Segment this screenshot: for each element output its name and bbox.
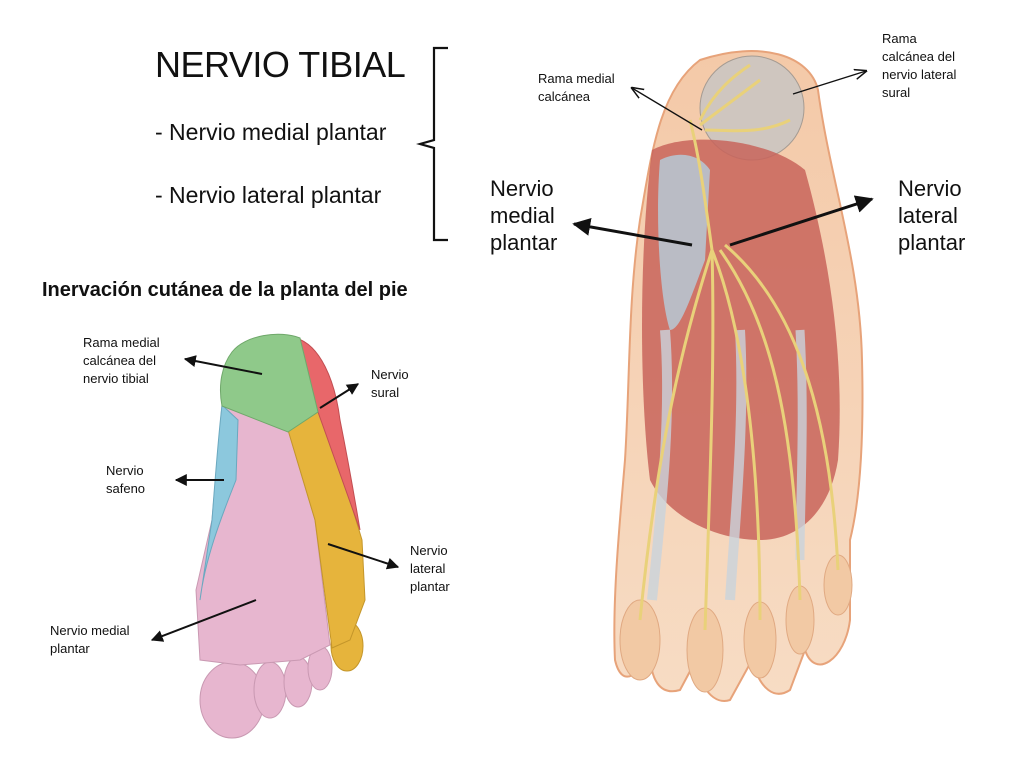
arrow-anat-medial-calcaneal (632, 88, 703, 131)
branch-medial-plantar: - Nervio medial plantar (155, 119, 387, 145)
region-saphenous (199, 403, 239, 601)
label-line: medial (490, 203, 555, 228)
arrow-anat-medial-plantar (572, 217, 693, 247)
label-line: Nervio medial (50, 623, 130, 638)
nerve-branch-5 (724, 243, 840, 571)
label-line: nervio lateral (882, 67, 957, 82)
label-line: Nervio (106, 463, 144, 478)
arrow-medial-calcaneal (183, 355, 263, 375)
cutaneous-title: Inervación cutánea de la planta del pie (42, 279, 408, 301)
label-anat-lateral-plantar: Nervio lateral plantar (898, 175, 965, 256)
label-cut-saphenous: Nervio safeno (106, 462, 145, 498)
nerve-trunk (688, 119, 714, 251)
nerve-calcaneal-2 (704, 118, 791, 133)
label-line: Nervio (410, 543, 448, 558)
nerve-branch-2 (703, 249, 715, 631)
region-medial-calcaneal (219, 333, 319, 433)
tendon-medial (647, 329, 673, 601)
label-line: Rama medial (538, 71, 615, 86)
label-line: plantar (898, 230, 966, 255)
arrow-anat-lateral-plantar (729, 195, 874, 247)
label-line: Rama (882, 31, 917, 46)
arrow-lateral-plantar (327, 543, 400, 570)
nerve-medial-plantar-branch (638, 249, 714, 621)
label-anat-medial-plantar: Nervio medial plantar (490, 175, 557, 256)
toe-2 (253, 661, 287, 719)
nerve-lateral-plantar-branch (710, 249, 762, 621)
label-anat-lateral-calcaneal: Rama calcánea del nervio lateral sural (882, 30, 956, 102)
label-line: safeno (106, 481, 146, 496)
toe-big (199, 661, 265, 739)
nerve-calcaneal-1 (699, 78, 761, 127)
label-cut-medial-calcaneal: Rama medial calcánea del nervio tibial (83, 334, 160, 388)
anatomical-foot-illustration (613, 50, 864, 702)
cutaneous-foot-illustration (195, 333, 366, 739)
branch-lateral-plantar: - Nervio lateral plantar (155, 182, 382, 208)
label-cut-medial-plantar: Nervio medial plantar (50, 622, 129, 658)
arrow-anat-lateral-calcaneal (792, 71, 866, 95)
label-cut-lateral-plantar: Nervio lateral plantar (410, 542, 450, 596)
arrow-medial-plantar (150, 599, 257, 642)
label-line: Rama medial (83, 335, 160, 350)
label-line: nervio tibial (83, 371, 149, 386)
label-line: calcánea (538, 89, 591, 104)
label-line: lateral (410, 561, 446, 576)
grouping-bracket (415, 46, 448, 242)
label-line: calcánea del (83, 353, 156, 368)
label-line: plantar (50, 641, 90, 656)
label-line: Nervio (371, 367, 409, 382)
label-line: plantar (410, 579, 450, 594)
label-cut-sural: Nervio sural (371, 366, 409, 402)
label-line: Nervio (898, 176, 962, 201)
label-anat-medial-calcaneal: Rama medial calcánea (538, 70, 615, 106)
label-line: plantar (490, 230, 558, 255)
label-line: Nervio (490, 176, 554, 201)
nerve-calcaneal-3 (698, 63, 751, 121)
nerve-branches (638, 63, 840, 631)
nerve-branch-4 (718, 249, 802, 601)
label-line: calcánea del (882, 49, 955, 64)
page-title: NERVIO TIBIAL (155, 44, 406, 85)
label-line: sural (882, 85, 911, 100)
label-line: sural (371, 385, 400, 400)
toe-pad-1 (619, 599, 661, 681)
arrow-sural (319, 383, 360, 409)
label-line: lateral (898, 203, 958, 228)
